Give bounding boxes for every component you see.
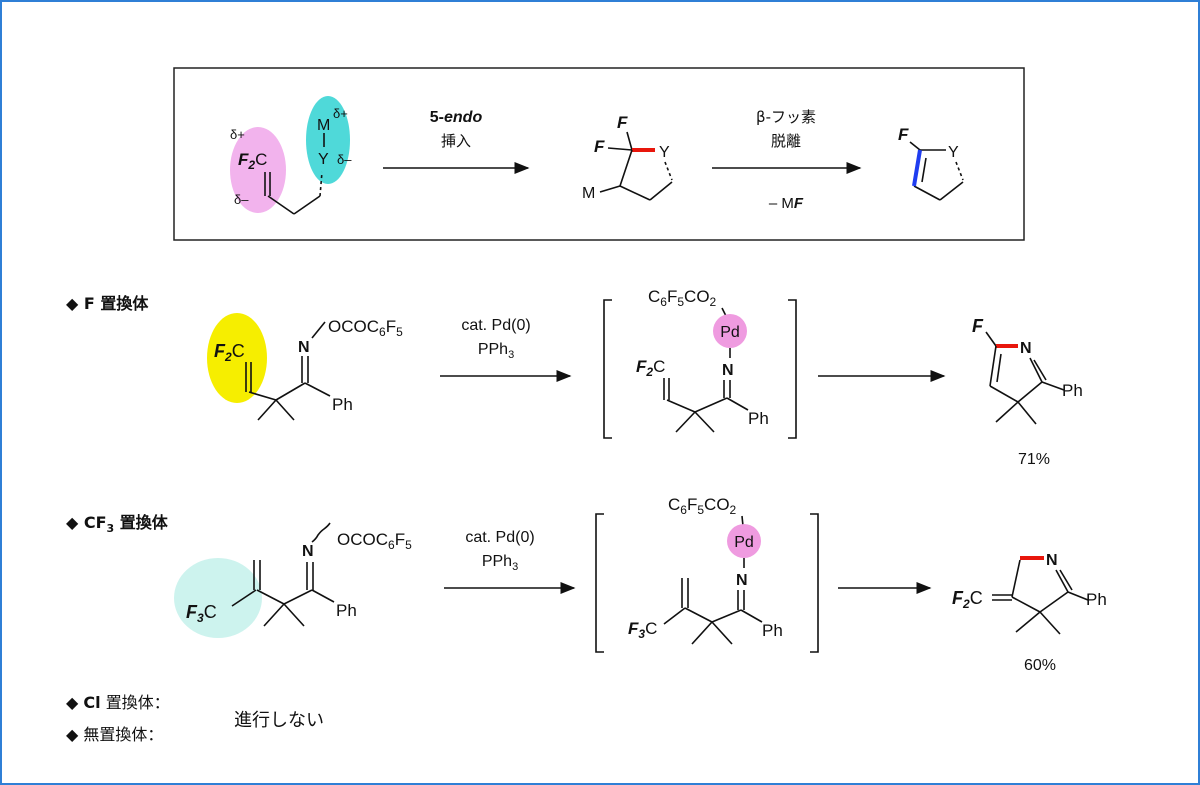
row1-int-ph: Ph: [748, 409, 769, 428]
row1-product-ph: Ph: [1062, 381, 1083, 400]
row1-reagent-1: cat. Pd(0): [461, 317, 530, 334]
row2-pd: Pd: [734, 534, 754, 551]
atom-y: Y: [318, 151, 329, 168]
row2-int-n: N: [736, 572, 748, 589]
f2c-highlight: [230, 127, 286, 213]
f-atom-1: F: [617, 113, 628, 132]
mechanism-box: [173, 67, 1025, 241]
footer-cl-label: ◆ Cl 置換体：: [66, 693, 170, 712]
ring-y: Y: [659, 144, 670, 161]
delta-minus-label-2: δ–: [337, 152, 352, 167]
row1-title: ◆ F 置換体: [66, 294, 149, 313]
row2-product-ph: Ph: [1086, 590, 1107, 609]
footer-none-label: ◆ 無置換体：: [66, 725, 163, 744]
row1-pd: Pd: [720, 324, 740, 341]
row2-int-ph: Ph: [762, 621, 783, 640]
row2-reagent-1: cat. Pd(0): [465, 529, 534, 546]
ring-m: M: [582, 185, 595, 202]
product-y: Y: [948, 144, 959, 161]
step2-label-b: 脱離: [771, 132, 801, 150]
row1-product-f: F: [972, 316, 984, 336]
f2c-yellow-highlight: [207, 313, 267, 403]
f-atom-2: F: [594, 137, 605, 156]
row1-sm-ph: Ph: [332, 395, 353, 414]
cf3-highlight: [174, 558, 262, 638]
row2-product-f2c: F2C: [952, 588, 983, 611]
row1-int-f2c: F2C: [636, 357, 665, 379]
atom-m: M: [317, 117, 330, 134]
row2-int-top: C6F5CO2: [668, 495, 737, 517]
row1-yield: 71%: [1018, 451, 1050, 468]
step2-label-a: β-フッ素: [756, 108, 816, 126]
step2-below-label: – MF: [769, 195, 804, 212]
row2-int-f3c: F3C: [628, 619, 657, 641]
step1-label-a: 5-endo: [430, 109, 483, 126]
row1-f2c: F2C: [214, 341, 245, 364]
step1-label-b: 挿入: [441, 132, 471, 150]
row2-f3c: F3C: [186, 602, 217, 625]
delta-minus-label: δ–: [234, 192, 249, 207]
row2-sm-ph: Ph: [336, 601, 357, 620]
product-f: F: [898, 125, 909, 144]
row2-yield: 60%: [1024, 657, 1056, 674]
row2-sm-group: OCOC6F5: [337, 530, 412, 552]
delta-plus-label: δ+: [230, 127, 245, 142]
my-highlight: [306, 96, 350, 184]
row1-int-top: C6F5CO2: [648, 287, 717, 309]
row1-sm-n: N: [298, 339, 310, 356]
row2-product-n: N: [1046, 552, 1058, 569]
row2-sm-n: N: [302, 543, 314, 560]
row2-reagent-2: PPh3: [482, 553, 518, 573]
row2-title: ◆ CF3 置換体: [66, 513, 169, 535]
delta-plus-label-2: δ+: [333, 106, 348, 121]
row1-int-n: N: [722, 362, 734, 379]
row1-reagent-2: PPh3: [478, 341, 514, 361]
f2c-label: F2C: [238, 150, 267, 172]
row2-pd-highlight: [727, 524, 761, 558]
row1-pd-highlight: [713, 314, 747, 348]
row1-sm-group: OCOC6F5: [328, 317, 403, 339]
footer-result: 進行しない: [234, 710, 324, 731]
row1-product-n: N: [1020, 340, 1032, 357]
